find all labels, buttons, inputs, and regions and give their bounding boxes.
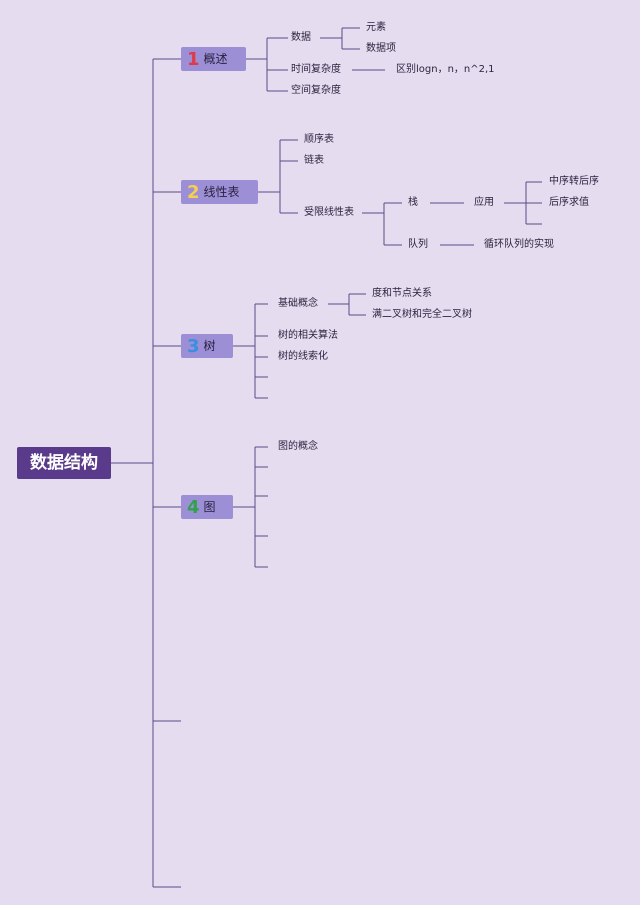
topic-data[interactable]: 数据 xyxy=(291,32,311,43)
topic-queue[interactable]: 队列 xyxy=(408,239,428,250)
topic-degree-nodes[interactable]: 度和节点关系 xyxy=(372,288,432,299)
section-1-number: 1 xyxy=(187,49,200,70)
topic-postfix-eval[interactable]: 后序求值 xyxy=(549,197,589,208)
topic-tree-algorithms[interactable]: 树的相关算法 xyxy=(278,330,338,341)
section-1-title: 概述 xyxy=(203,52,228,66)
topic-tree-basics[interactable]: 基础概念 xyxy=(278,298,318,309)
topic-circular-queue[interactable]: 循环队列的实现 xyxy=(484,239,554,250)
topic-graph-concept[interactable]: 图的概念 xyxy=(278,441,318,452)
section-2-title: 线性表 xyxy=(203,185,240,199)
topic-sequential-list[interactable]: 顺序表 xyxy=(304,134,334,145)
root-node[interactable]: 数据结构 xyxy=(17,447,111,479)
topic-element[interactable]: 元素 xyxy=(366,22,386,33)
section-2-number: 2 xyxy=(187,182,200,203)
topic-tree-threading[interactable]: 树的线索化 xyxy=(278,351,328,362)
section-4-number: 4 xyxy=(187,497,200,518)
topic-space-complexity[interactable]: 空间复杂度 xyxy=(291,85,341,96)
topic-stack[interactable]: 栈 xyxy=(408,197,418,208)
section-4-title: 图 xyxy=(203,500,216,514)
topic-application[interactable]: 应用 xyxy=(474,197,494,208)
topic-complexity-note[interactable]: 区别logn，n，n^2,1 xyxy=(396,64,495,75)
section-3-number: 3 xyxy=(187,336,200,357)
topic-infix-to-postfix[interactable]: 中序转后序 xyxy=(549,176,599,187)
section-3-title: 树 xyxy=(203,339,216,353)
topic-linked-list[interactable]: 链表 xyxy=(304,155,324,166)
topic-time-complexity[interactable]: 时间复杂度 xyxy=(291,64,341,75)
topic-data-item[interactable]: 数据项 xyxy=(366,43,396,54)
topic-restricted-list[interactable]: 受限线性表 xyxy=(304,207,354,218)
topic-full-complete-tree[interactable]: 满二叉树和完全二叉树 xyxy=(372,309,472,320)
